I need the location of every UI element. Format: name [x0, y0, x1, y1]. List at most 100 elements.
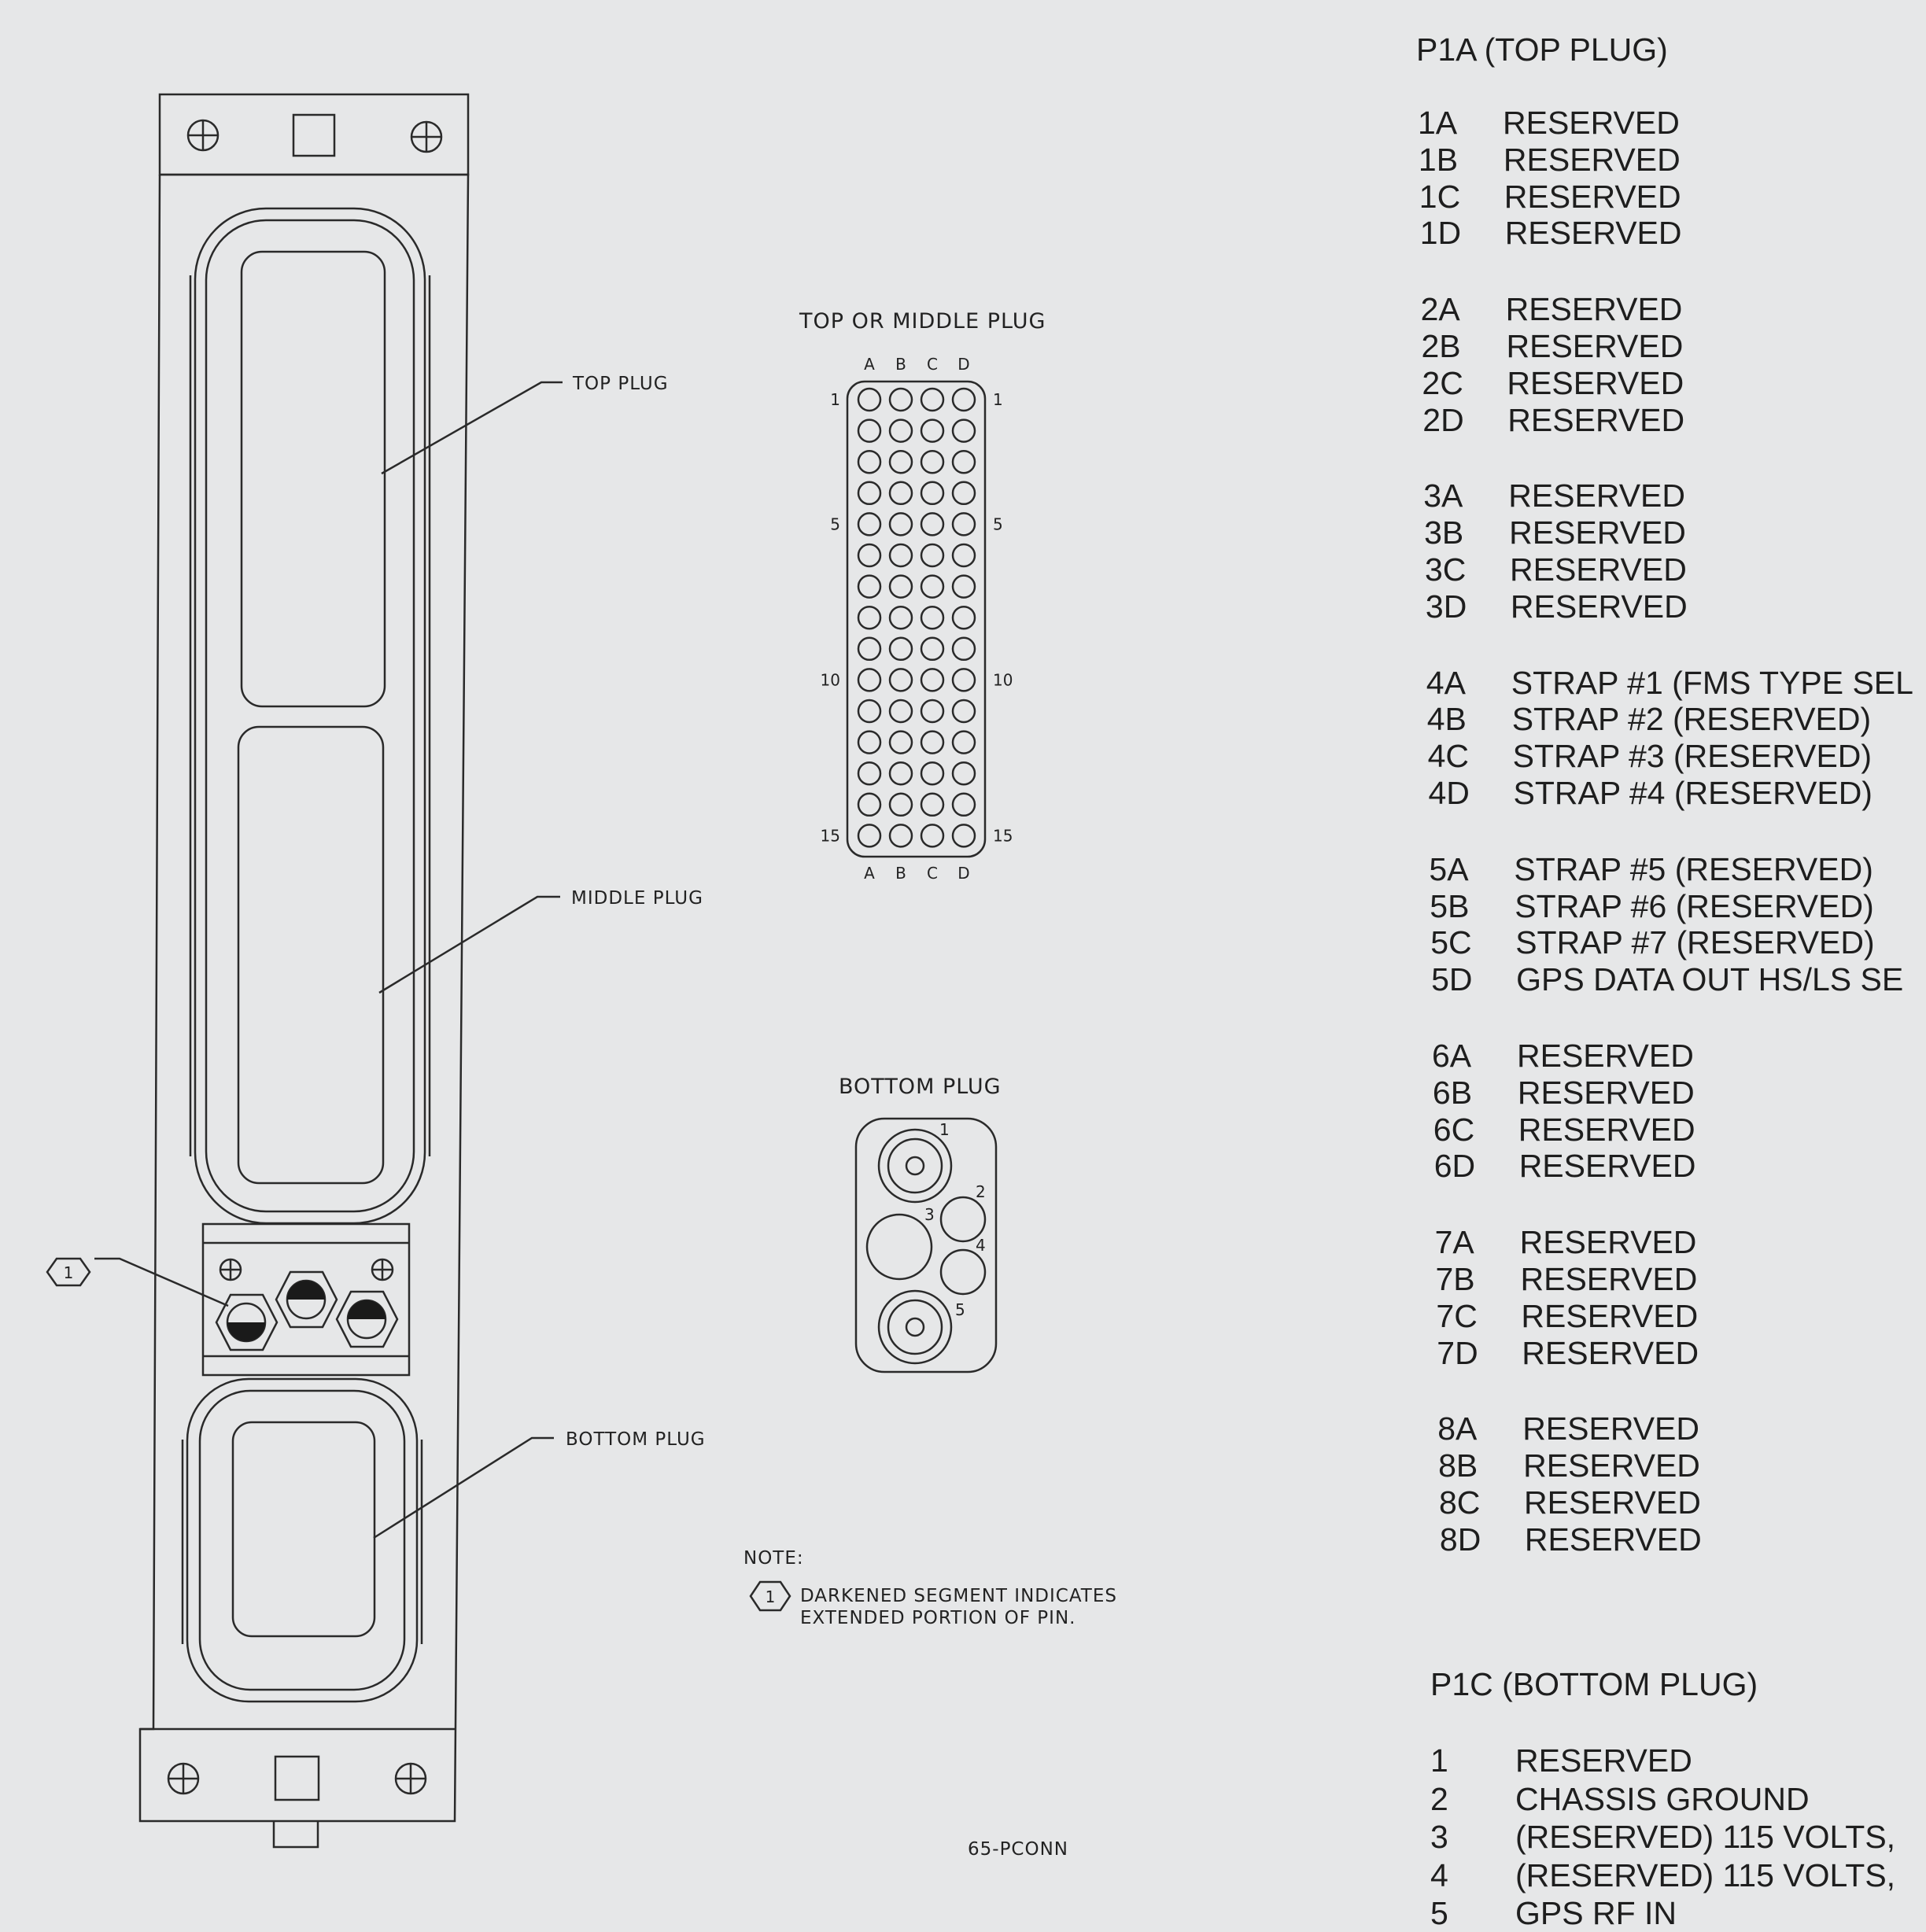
plug-pin-5C — [920, 512, 945, 536]
pin-description: RESERVED — [1510, 588, 1688, 625]
pin-row: 4(RESERVED) 115 VOLTS, — [1430, 1857, 1895, 1894]
pin-id: 7C — [1436, 1297, 1478, 1334]
pin-id: 8D — [1439, 1521, 1481, 1558]
plug-pin-15B — [888, 824, 913, 848]
pin-description: (RESERVED) 115 VOLTS, — [1515, 1856, 1896, 1893]
plug-pin-13D — [951, 761, 976, 786]
row-label-left-10: 10 — [821, 670, 840, 689]
plug-pin-8B — [888, 605, 913, 630]
pin-description: STRAP #7 (RESERVED) — [1515, 924, 1875, 961]
bottom-pin-label-5: 5 — [955, 1300, 965, 1319]
plug-pin-11C — [920, 699, 945, 724]
plug-pin-13B — [888, 761, 913, 786]
bottom-pin-5 — [877, 1289, 953, 1365]
pin-id: 3 — [1430, 1819, 1448, 1855]
plug-pin-6C — [920, 543, 945, 568]
plug-pin-2D — [951, 418, 976, 443]
top-index-square — [292, 113, 336, 157]
pin-description: STRAP #3 (RESERVED) — [1512, 738, 1872, 775]
plug-pin-14C — [920, 792, 945, 817]
pin-id: 5 — [1430, 1895, 1448, 1931]
plug-pin-10A — [857, 668, 882, 692]
pin-id: 1D — [1419, 215, 1462, 252]
block-right-screw-icon — [371, 1258, 394, 1281]
plug-pin-9D — [951, 636, 976, 662]
note-line-2: EXTENDED PORTION OF PIN. — [800, 1608, 1076, 1628]
pin-id: 3A — [1423, 477, 1463, 514]
pin-id: 2 — [1430, 1780, 1448, 1817]
plug-callouts: TOP PLUG MIDDLE PLUG BOTTOM PLUG 1 — [46, 374, 705, 1539]
svg-text:1: 1 — [64, 1263, 74, 1282]
pin-description: RESERVED — [1519, 1224, 1697, 1261]
row-label-right-5: 5 — [993, 514, 1003, 533]
pin-description: RESERVED — [1522, 1410, 1700, 1447]
callout-1-icon: 1 — [46, 1257, 91, 1287]
pin-description: RESERVED — [1504, 178, 1681, 215]
pin-id: 1A — [1418, 105, 1458, 141]
plug-pin-14B — [888, 792, 913, 817]
top-plug-face — [240, 250, 386, 708]
plug-pin-13C — [920, 761, 945, 786]
pin-id: 6D — [1433, 1148, 1476, 1185]
pin-description: RESERVED — [1520, 1261, 1698, 1297]
plug-pin-3C — [920, 449, 945, 474]
pin-id: 1B — [1418, 141, 1459, 178]
pin-description: RESERVED — [1523, 1447, 1700, 1484]
p1c-heading: P1C (BOTTOM PLUG) — [1430, 1666, 1758, 1702]
middle-plug-face — [237, 725, 385, 1185]
pin-id: 2B — [1421, 328, 1461, 364]
hex-pin-2 — [275, 1270, 338, 1329]
row-label-right-15: 15 — [993, 826, 1013, 845]
column-label-bottom-B: B — [895, 864, 906, 883]
plug-pin-7C — [920, 574, 945, 599]
plug-pin-2B — [888, 418, 913, 443]
pin-description: STRAP #2 (RESERVED) — [1511, 701, 1872, 738]
note-callout-icon: 1 — [749, 1580, 791, 1612]
pin-description: RESERVED — [1507, 364, 1684, 401]
pin-id: 6B — [1432, 1074, 1473, 1111]
plug-pin-10C — [920, 668, 945, 692]
row-label-left-1: 1 — [830, 390, 840, 409]
pin-description: RESERVED — [1503, 141, 1681, 178]
pin-description: RESERVED — [1503, 105, 1680, 141]
plug-pin-9C — [920, 636, 945, 662]
pin-description: RESERVED — [1524, 1521, 1702, 1558]
plug-pin-9A — [857, 636, 882, 662]
plug-pin-13A — [857, 761, 882, 786]
plug-pin-8C — [920, 605, 945, 630]
pin-id: 2D — [1422, 401, 1464, 438]
column-label-bottom-D: D — [957, 864, 969, 883]
bottom-left-screw-icon — [167, 1762, 200, 1795]
pin-row: 1A RESERVED — [1418, 105, 1680, 142]
column-label-top-C: C — [927, 355, 938, 374]
row-label-left-15: 15 — [821, 826, 840, 845]
top-right-screw-icon — [410, 120, 443, 153]
plug-pin-2C — [920, 418, 945, 443]
top-plug-label: TOP PLUG — [572, 374, 669, 394]
pin-id: 7D — [1437, 1334, 1478, 1371]
column-label-bottom-A: A — [864, 864, 875, 883]
pin-id: 5A — [1429, 850, 1469, 887]
pin-description: RESERVED — [1515, 1742, 1692, 1779]
pin-description: RESERVED — [1518, 1111, 1695, 1148]
hex-pin-1 — [215, 1293, 279, 1351]
p1a-heading: P1A (TOP PLUG) — [1416, 31, 1668, 68]
pin-id: 5C — [1430, 924, 1472, 961]
plug-pin-10B — [888, 668, 913, 692]
pin-description: RESERVED — [1505, 291, 1683, 328]
row-label-left-5: 5 — [830, 514, 840, 533]
plug-pin-6B — [888, 543, 913, 568]
